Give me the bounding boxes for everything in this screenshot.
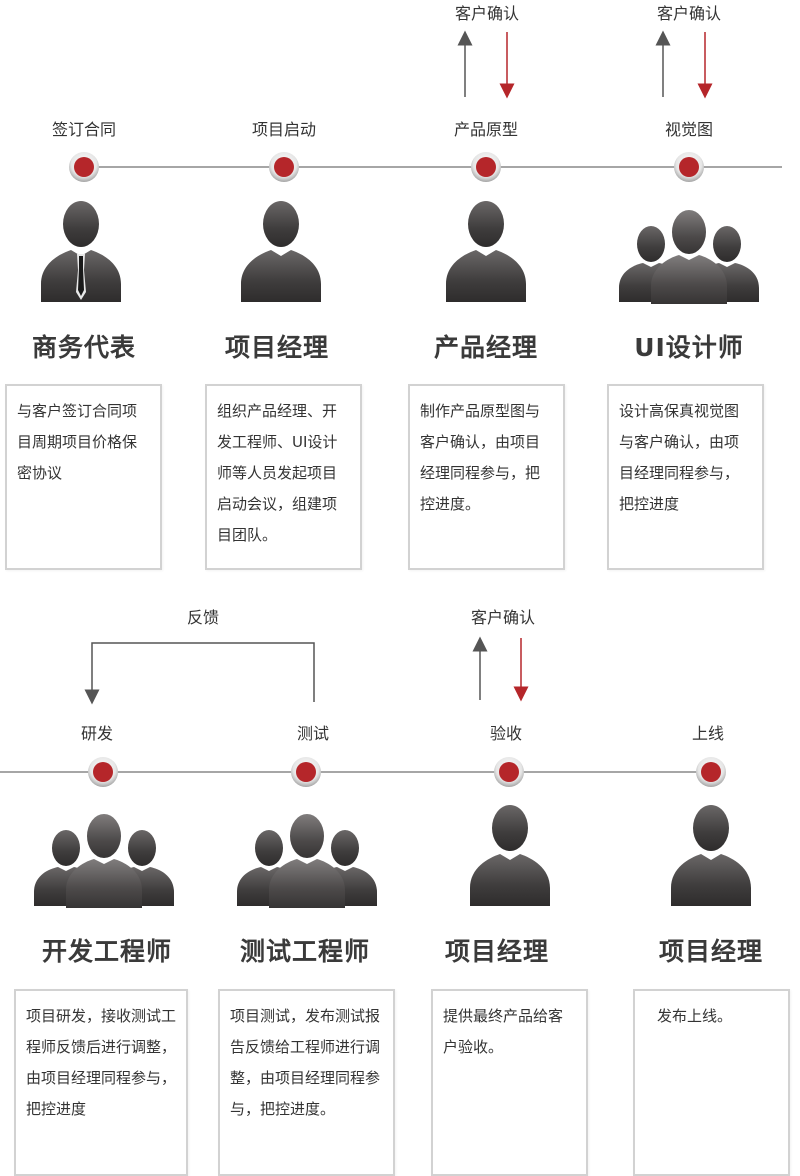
stage-label: 上线 (691, 724, 725, 743)
role-title: 开发工程师 (41, 937, 173, 966)
stage-label: 研发 (80, 724, 114, 743)
timeline-node (696, 757, 726, 787)
timeline-node (471, 152, 501, 182)
role-title: 项目经理 (224, 333, 330, 362)
role-title: 项目经理 (444, 937, 550, 966)
role-title: 项目经理 (658, 937, 764, 966)
confirm-label: 客户确认 (656, 4, 722, 23)
timeline-node (88, 757, 118, 787)
description-box: 提供最终产品给客户验收。 (431, 989, 588, 1176)
person-icon (241, 201, 321, 302)
business-person-icon (41, 201, 121, 302)
role-title: UI设计师 (634, 333, 744, 362)
description-box: 与客户签订合同项目周期项目价格保密协议 (5, 384, 162, 570)
description-box: 设计高保真视觉图与客户确认，由项目经理同程参与，把控进度 (607, 384, 764, 570)
description-box: 制作产品原型图与客户确认，由项目经理同程参与，把控进度。 (408, 384, 565, 570)
role-title: 产品经理 (433, 333, 539, 362)
description-box: 组织产品经理、开发工程师、UI设计师等人员发起项目启动会议，组建项目团队。 (205, 384, 362, 570)
person-icon (446, 201, 526, 302)
role-title: 测试工程师 (239, 937, 371, 966)
stage-label: 验收 (489, 724, 523, 743)
timeline-node (494, 757, 524, 787)
timeline-node (69, 152, 99, 182)
confirm-label: 客户确认 (470, 608, 536, 627)
stage-label: 产品原型 (453, 120, 519, 139)
group-icon (34, 814, 174, 908)
stage-label: 测试 (296, 724, 330, 743)
stage-label: 签订合同 (51, 120, 117, 139)
group-icon (237, 814, 377, 908)
person-icon (671, 805, 751, 906)
feedback-arrow (84, 642, 315, 705)
person-icon (470, 805, 550, 906)
stage-label: 项目启动 (251, 120, 317, 139)
description-box: 项目测试，发布测试报告反馈给工程师进行调整，由项目经理同程参与，把控进度。 (218, 989, 395, 1176)
timeline-node (269, 152, 299, 182)
timeline-node (291, 757, 321, 787)
group-icon (619, 210, 759, 304)
description-box: 发布上线。 (633, 989, 790, 1176)
description-box: 项目研发，接收测试工程师反馈后进行调整，由项目经理同程参与，把控进度 (14, 989, 188, 1176)
stage-label: 视觉图 (664, 120, 714, 139)
feedback-label: 反馈 (186, 608, 220, 627)
confirm-label: 客户确认 (454, 4, 520, 23)
timeline-node (674, 152, 704, 182)
role-title: 商务代表 (31, 333, 137, 362)
